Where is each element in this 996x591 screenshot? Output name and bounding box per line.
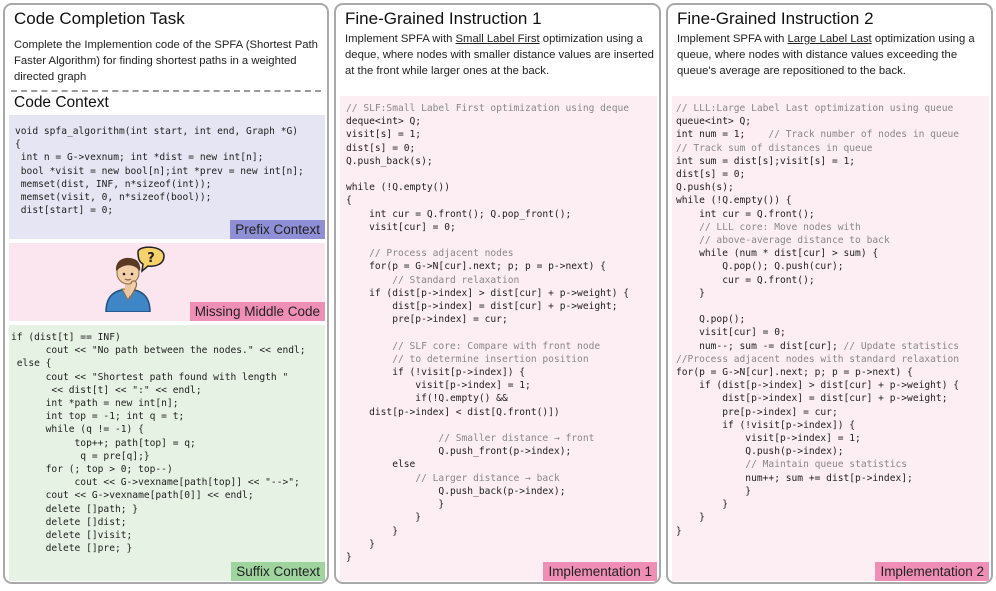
implementation-1-box: // SLF:Small Label First optimization us… <box>340 96 657 581</box>
missing-middle-box: Missing Middle Code <box>9 243 325 321</box>
prefix-context-box: void spfa_algorithm(int start, int end, … <box>9 115 325 239</box>
optimization-keyword: Large Label Last <box>787 33 872 45</box>
svg-text:?: ? <box>147 251 155 266</box>
question-bubble-icon: ? <box>137 246 165 273</box>
implementation-2-box: // LLL:Large Label Last optimization usi… <box>672 96 989 581</box>
missing-middle-label: Missing Middle Code <box>189 302 325 321</box>
panel-title: Fine-Grained Instruction 2 <box>677 9 874 28</box>
prefix-code: void spfa_algorithm(int start, int end, … <box>15 126 304 217</box>
suffix-context-label: Suffix Context <box>231 562 325 581</box>
code-completion-panel: Code Completion Task Complete the Implem… <box>3 3 329 584</box>
instruction-1-panel: Fine-Grained Instruction 1 Implement SPF… <box>334 3 661 584</box>
suffix-code: if (dist[t] == INF) cout << "No path bet… <box>11 332 306 555</box>
divider <box>11 90 321 92</box>
implementation-1-label: Implementation 1 <box>543 562 657 581</box>
instruction-description: Implement SPFA with Small Label First op… <box>345 33 654 77</box>
prefix-context-label: Prefix Context <box>230 220 325 239</box>
panel-title: Code Completion Task <box>14 9 185 28</box>
optimization-keyword: Small Label First <box>455 33 540 45</box>
thinking-person-icon: ? <box>105 246 165 312</box>
code-context-heading: Code Context <box>14 94 109 111</box>
instruction-description: Implement SPFA with Large Label Last opt… <box>677 33 975 77</box>
task-description: Complete the Implemention code of the SP… <box>14 39 318 83</box>
panel-title: Fine-Grained Instruction 1 <box>345 9 542 28</box>
implementation-1-code: // SLF:Small Label First optimization us… <box>346 103 630 563</box>
instruction-2-panel: Fine-Grained Instruction 2 Implement SPF… <box>666 3 993 584</box>
suffix-context-box: if (dist[t] == INF) cout << "No path bet… <box>9 325 325 581</box>
implementation-2-label: Implementation 2 <box>875 562 989 581</box>
implementation-2-code: // LLL:Large Label Last optimization usi… <box>676 103 960 537</box>
